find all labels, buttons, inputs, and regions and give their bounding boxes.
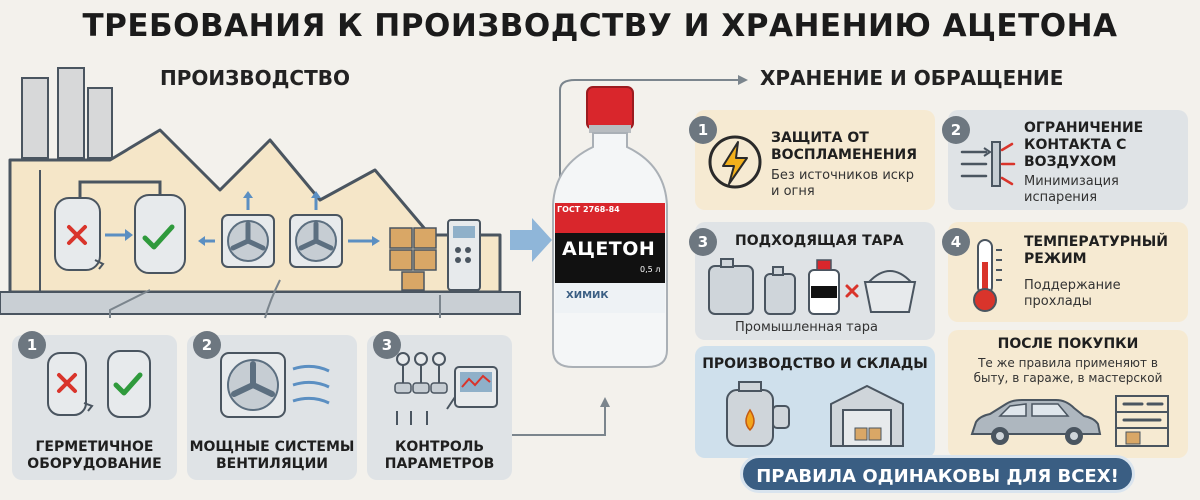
step-number-badge: 1 [689,116,717,144]
after-purchase-card: ПОСЛЕ ПОКУПКИ Те же правила применяют в … [948,330,1188,458]
production-warehouses-card: ПРОИЗВОДСТВО И СКЛАДЫ [695,346,935,458]
production-card-sealed: 1 ГЕРМЕТИЧНОЕ ОБОРУДОВАНИЕ [12,331,177,480]
car-and-tools-icon [970,395,1169,447]
step-number-badge: 2 [193,331,221,359]
card-subtitle: Минимизация испарения [1024,174,1119,205]
acetone-bottle-illustration [552,86,668,368]
fan-icon [221,214,275,268]
step-number-badge: 4 [942,228,970,256]
factory-illustration [0,67,521,319]
card-subtitle: Те же правила применяют в быту, в гараже… [973,356,1163,385]
bottle-name-label: АЦЕТОН [562,238,656,260]
bottle-brand-label: ХИМИК [566,290,609,301]
tank-and-warehouse-icon [726,381,904,447]
ventilation-fan-icon [220,352,330,418]
card-subtitle: Без источников искр и огня [771,168,915,199]
step-number-badge: 3 [689,228,717,256]
storage-card-air: 2 ОГРАНИЧЕНИЕ КОНТАКТА С ВОЗДУХОМ Миними… [942,110,1188,210]
step-number-badge: 2 [942,116,970,144]
card-title: ПОСЛЕ ПОКУПКИ [997,336,1139,352]
rules-banner: ПРАВИЛА ОДИНАКОВЫ ДЛЯ ВСЕХ! [740,455,1135,493]
card-title: ПРОИЗВОДСТВО И СКЛАДЫ [702,356,928,372]
step-number-badge: 3 [373,331,401,359]
sensors-monitor-icon [394,352,498,425]
production-card-control: 3 КОНТРОЛЬ ПАРАМЕТРОВ [367,331,512,480]
thermometer-icon [973,239,1002,312]
storage-card-fire: 1 ЗАЩИТА ОТ ВОСПЛАМЕНЕНИЯ Без источников… [689,110,935,210]
containers-icon [708,258,917,315]
production-heading: ПРОИЗВОДСТВО [160,66,350,90]
card-title: ПОДХОДЯЩАЯ ТАРА [735,233,904,249]
control-panel-icon [447,219,481,291]
lightning-icon [708,135,762,189]
card-subtitle: Промышленная тара [735,320,878,335]
card-title: ЗАЩИТА ОТ ВОСПЛАМЕНЕНИЯ [771,130,918,163]
leaky-tank-icon [54,197,105,271]
card-title: ОГРАНИЧЕНИЕ КОНТАКТА С ВОЗДУХОМ [1024,120,1144,170]
storage-boxes-icon [389,227,437,291]
page-title: ТРЕБОВАНИЯ К ПРОИЗВОДСТВУ И ХРАНЕНИЮ АЦЕ… [82,8,1118,44]
step-label: КОНТРОЛЬ ПАРАМЕТРОВ [384,439,495,472]
storage-heading: ХРАНЕНИЕ И ОБРАЩЕНИЕ [760,66,1064,90]
tanks-icon [47,350,151,418]
flow-arrows [510,75,748,436]
air-barrier-icon [960,141,1016,187]
production-card-ventilation: 2 МОЩНЫЕ СИСТЕМЫ ВЕНТИЛЯЦИИ [187,331,357,480]
bottle-gost-label: ГОСТ 2768-84 [557,205,620,214]
fan-icon [289,214,343,268]
step-number-badge: 1 [18,331,46,359]
step-label: МОЩНЫЕ СИСТЕМЫ ВЕНТИЛЯЦИИ [189,439,355,472]
storage-card-temperature: 4 ТЕМПЕРАТУРНЫЙ РЕЖИМ Поддержание прохла… [942,222,1188,322]
sealed-tank-icon [134,194,186,274]
storage-card-container: 3 ПОДХОДЯЩАЯ ТАРА Промышленная тара [689,222,935,340]
bottle-volume-label: 0,5 л [640,265,661,274]
card-title: ТЕМПЕРАТУРНЫЙ РЕЖИМ [1024,234,1168,267]
card-subtitle: Поддержание прохлады [1024,278,1121,309]
step-label: ГЕРМЕТИЧНОЕ ОБОРУДОВАНИЕ [27,439,162,472]
